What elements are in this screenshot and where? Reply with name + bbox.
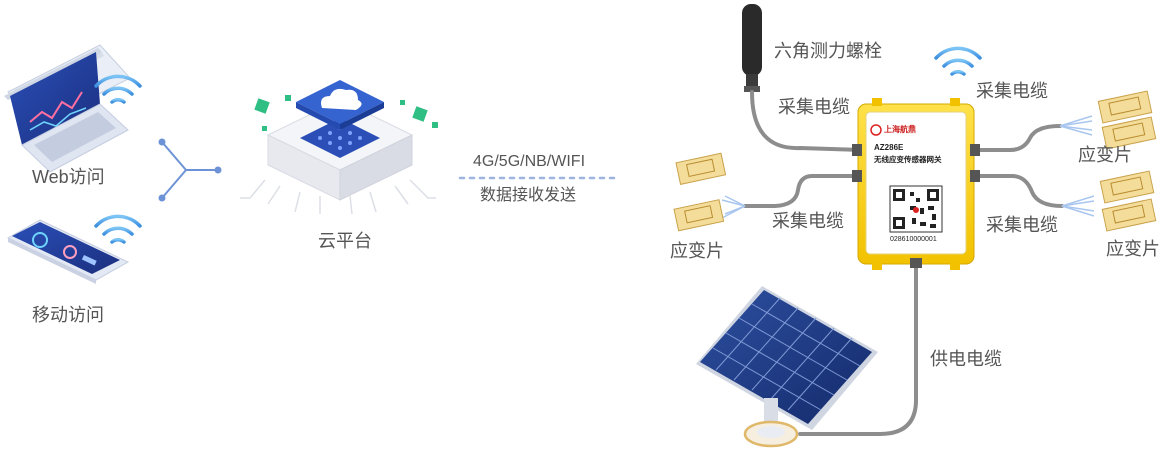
strain-gauge-right-top — [1097, 90, 1157, 150]
strain-gauge-label-left: 应变片 — [670, 241, 724, 261]
power-cable-label: 供电电缆 — [930, 349, 1002, 369]
wifi-icon — [934, 46, 982, 76]
strain-gauge-label-right-top: 应变片 — [1078, 145, 1132, 165]
gateway-model: AZ286E — [874, 143, 904, 152]
wifi-icon — [94, 214, 142, 244]
bolt-antenna — [742, 4, 762, 92]
cable-label-bottom-left: 采集电缆 — [772, 211, 844, 231]
web-access-label: Web访问 — [32, 167, 105, 187]
strain-gauge-label-right-bottom: 应变片 — [1106, 239, 1160, 259]
mobile-access-label: 移动访问 — [32, 305, 104, 325]
laptop-icon — [4, 44, 131, 173]
protocol-label: 4G/5G/NB/WIFI — [473, 153, 586, 170]
cable-label-bottom-right: 采集电缆 — [986, 215, 1058, 235]
cloud-platform-label: 云平台 — [318, 231, 372, 251]
data-transfer-label: 数据接收发送 — [480, 187, 577, 204]
tablet-icon — [6, 219, 130, 284]
bolt-label: 六角测力螺栓 — [774, 41, 882, 61]
solar-panel — [696, 286, 878, 448]
gateway-brand: 上海航鼎 — [884, 125, 916, 134]
cloud-platform-icon — [240, 80, 438, 215]
gateway-device — [852, 98, 980, 270]
gateway-name: 无线应变传感器网关 — [874, 155, 942, 164]
wifi-icon — [94, 74, 142, 104]
gateway-serial: 028610000001 — [890, 236, 937, 243]
strain-gauge-right-bottom — [1099, 170, 1157, 232]
cable-label-top-left: 采集电缆 — [778, 97, 850, 117]
wire-fan — [721, 115, 1095, 219]
cables — [743, 90, 1064, 436]
connector-lines — [158, 138, 222, 202]
strain-gauge-left — [673, 152, 727, 232]
cable-label-top-right: 采集电缆 — [976, 81, 1048, 101]
